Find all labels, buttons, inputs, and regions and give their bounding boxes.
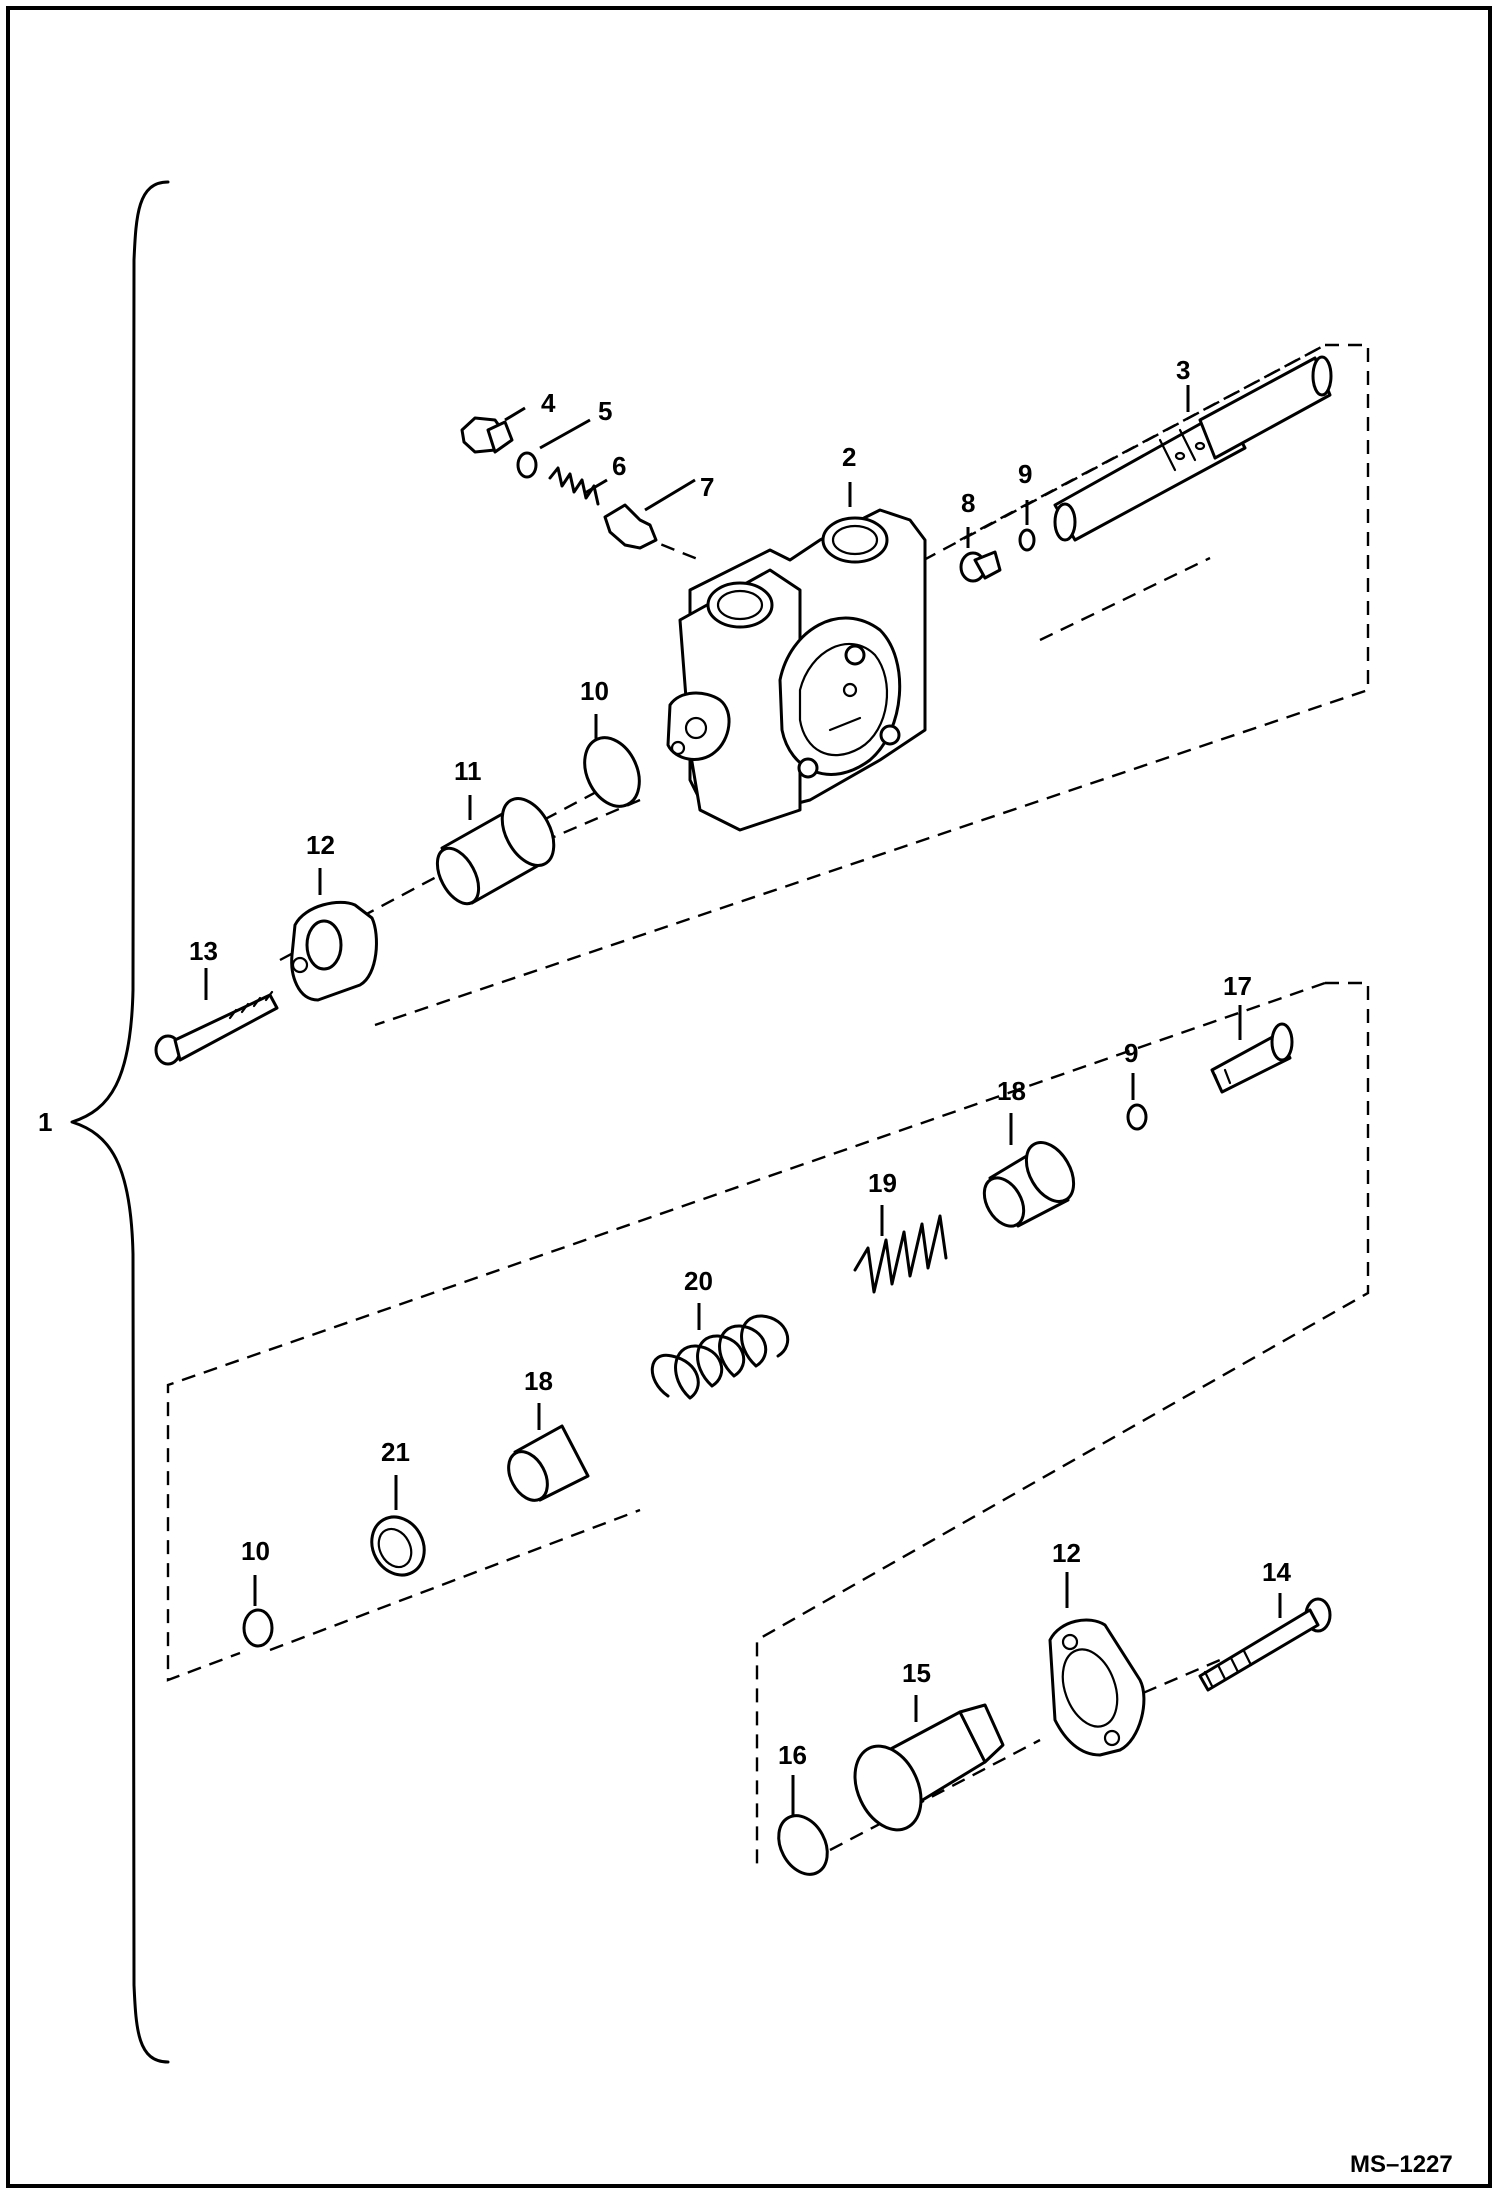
plug-part-8 (959, 550, 1002, 583)
bolt-part-13 (154, 990, 279, 1066)
drawing-code: MS–1227 (1350, 2151, 1453, 2178)
sleeve-part-18-upper (982, 1141, 1076, 1228)
callout-1: 1 (38, 1107, 52, 1137)
callout-18-lower: 18 (524, 1366, 553, 1396)
plug-part-17 (1210, 1022, 1294, 1094)
callout-15: 15 (902, 1658, 931, 1688)
callout-7: 7 (700, 472, 714, 502)
callout-17: 17 (1223, 971, 1252, 1001)
sleeve-part-18-lower (507, 1424, 590, 1502)
o-ring-part-9-upper (1018, 528, 1036, 552)
poppet-part-7 (603, 503, 658, 550)
callout-11: 11 (454, 756, 482, 786)
callout-10-upper: 10 (580, 676, 609, 706)
o-ring-part-10-lower (242, 1608, 274, 1648)
callout-13: 13 (189, 936, 218, 966)
spring-part-6 (548, 466, 600, 506)
spring-part-19 (853, 1214, 948, 1294)
assembly-brace (70, 180, 170, 2064)
callout-numbers: 2 3 4 5 6 7 8 9 10 11 12 13 17 9 18 19 2… (189, 355, 1291, 1770)
plug-part-4 (460, 416, 514, 454)
cover-part-12-upper (290, 900, 378, 1002)
callout-20: 20 (684, 1266, 713, 1296)
callout-2: 2 (842, 442, 856, 472)
callout-6: 6 (612, 451, 626, 481)
callout-3: 3 (1176, 355, 1190, 385)
callout-21: 21 (381, 1437, 410, 1467)
piston-part-15 (853, 1703, 1005, 1832)
cap-part-11 (435, 797, 556, 906)
valve-body-part-2 (666, 508, 927, 832)
callout-4: 4 (541, 388, 556, 418)
callout-8: 8 (961, 488, 975, 518)
o-ring-part-9-lower (1126, 1103, 1148, 1131)
callout-14: 14 (1262, 1557, 1291, 1587)
callout-9-upper: 9 (1018, 459, 1032, 489)
o-ring-part-16 (777, 1814, 829, 1876)
page-border (6, 6, 1492, 2188)
callout-16: 16 (778, 1740, 807, 1770)
o-ring-part-5 (516, 451, 538, 479)
spring-part-20 (650, 1314, 790, 1400)
bolt-part-14 (1198, 1597, 1332, 1692)
callout-12-upper: 12 (306, 830, 335, 860)
callout-5: 5 (598, 396, 612, 426)
callout-19: 19 (868, 1168, 897, 1198)
cover-part-12-lower (1048, 1618, 1146, 1757)
seat-part-21 (370, 1515, 426, 1577)
callout-18-upper: 18 (997, 1076, 1026, 1106)
o-ring-part-10-upper (583, 736, 641, 808)
callout-12-lower: 12 (1052, 1538, 1081, 1568)
callout-10-lower: 10 (241, 1536, 270, 1566)
spool-part-3 (1053, 355, 1333, 542)
callout-9-lower: 9 (1124, 1038, 1138, 1068)
callout-leaders (204, 385, 1282, 1815)
